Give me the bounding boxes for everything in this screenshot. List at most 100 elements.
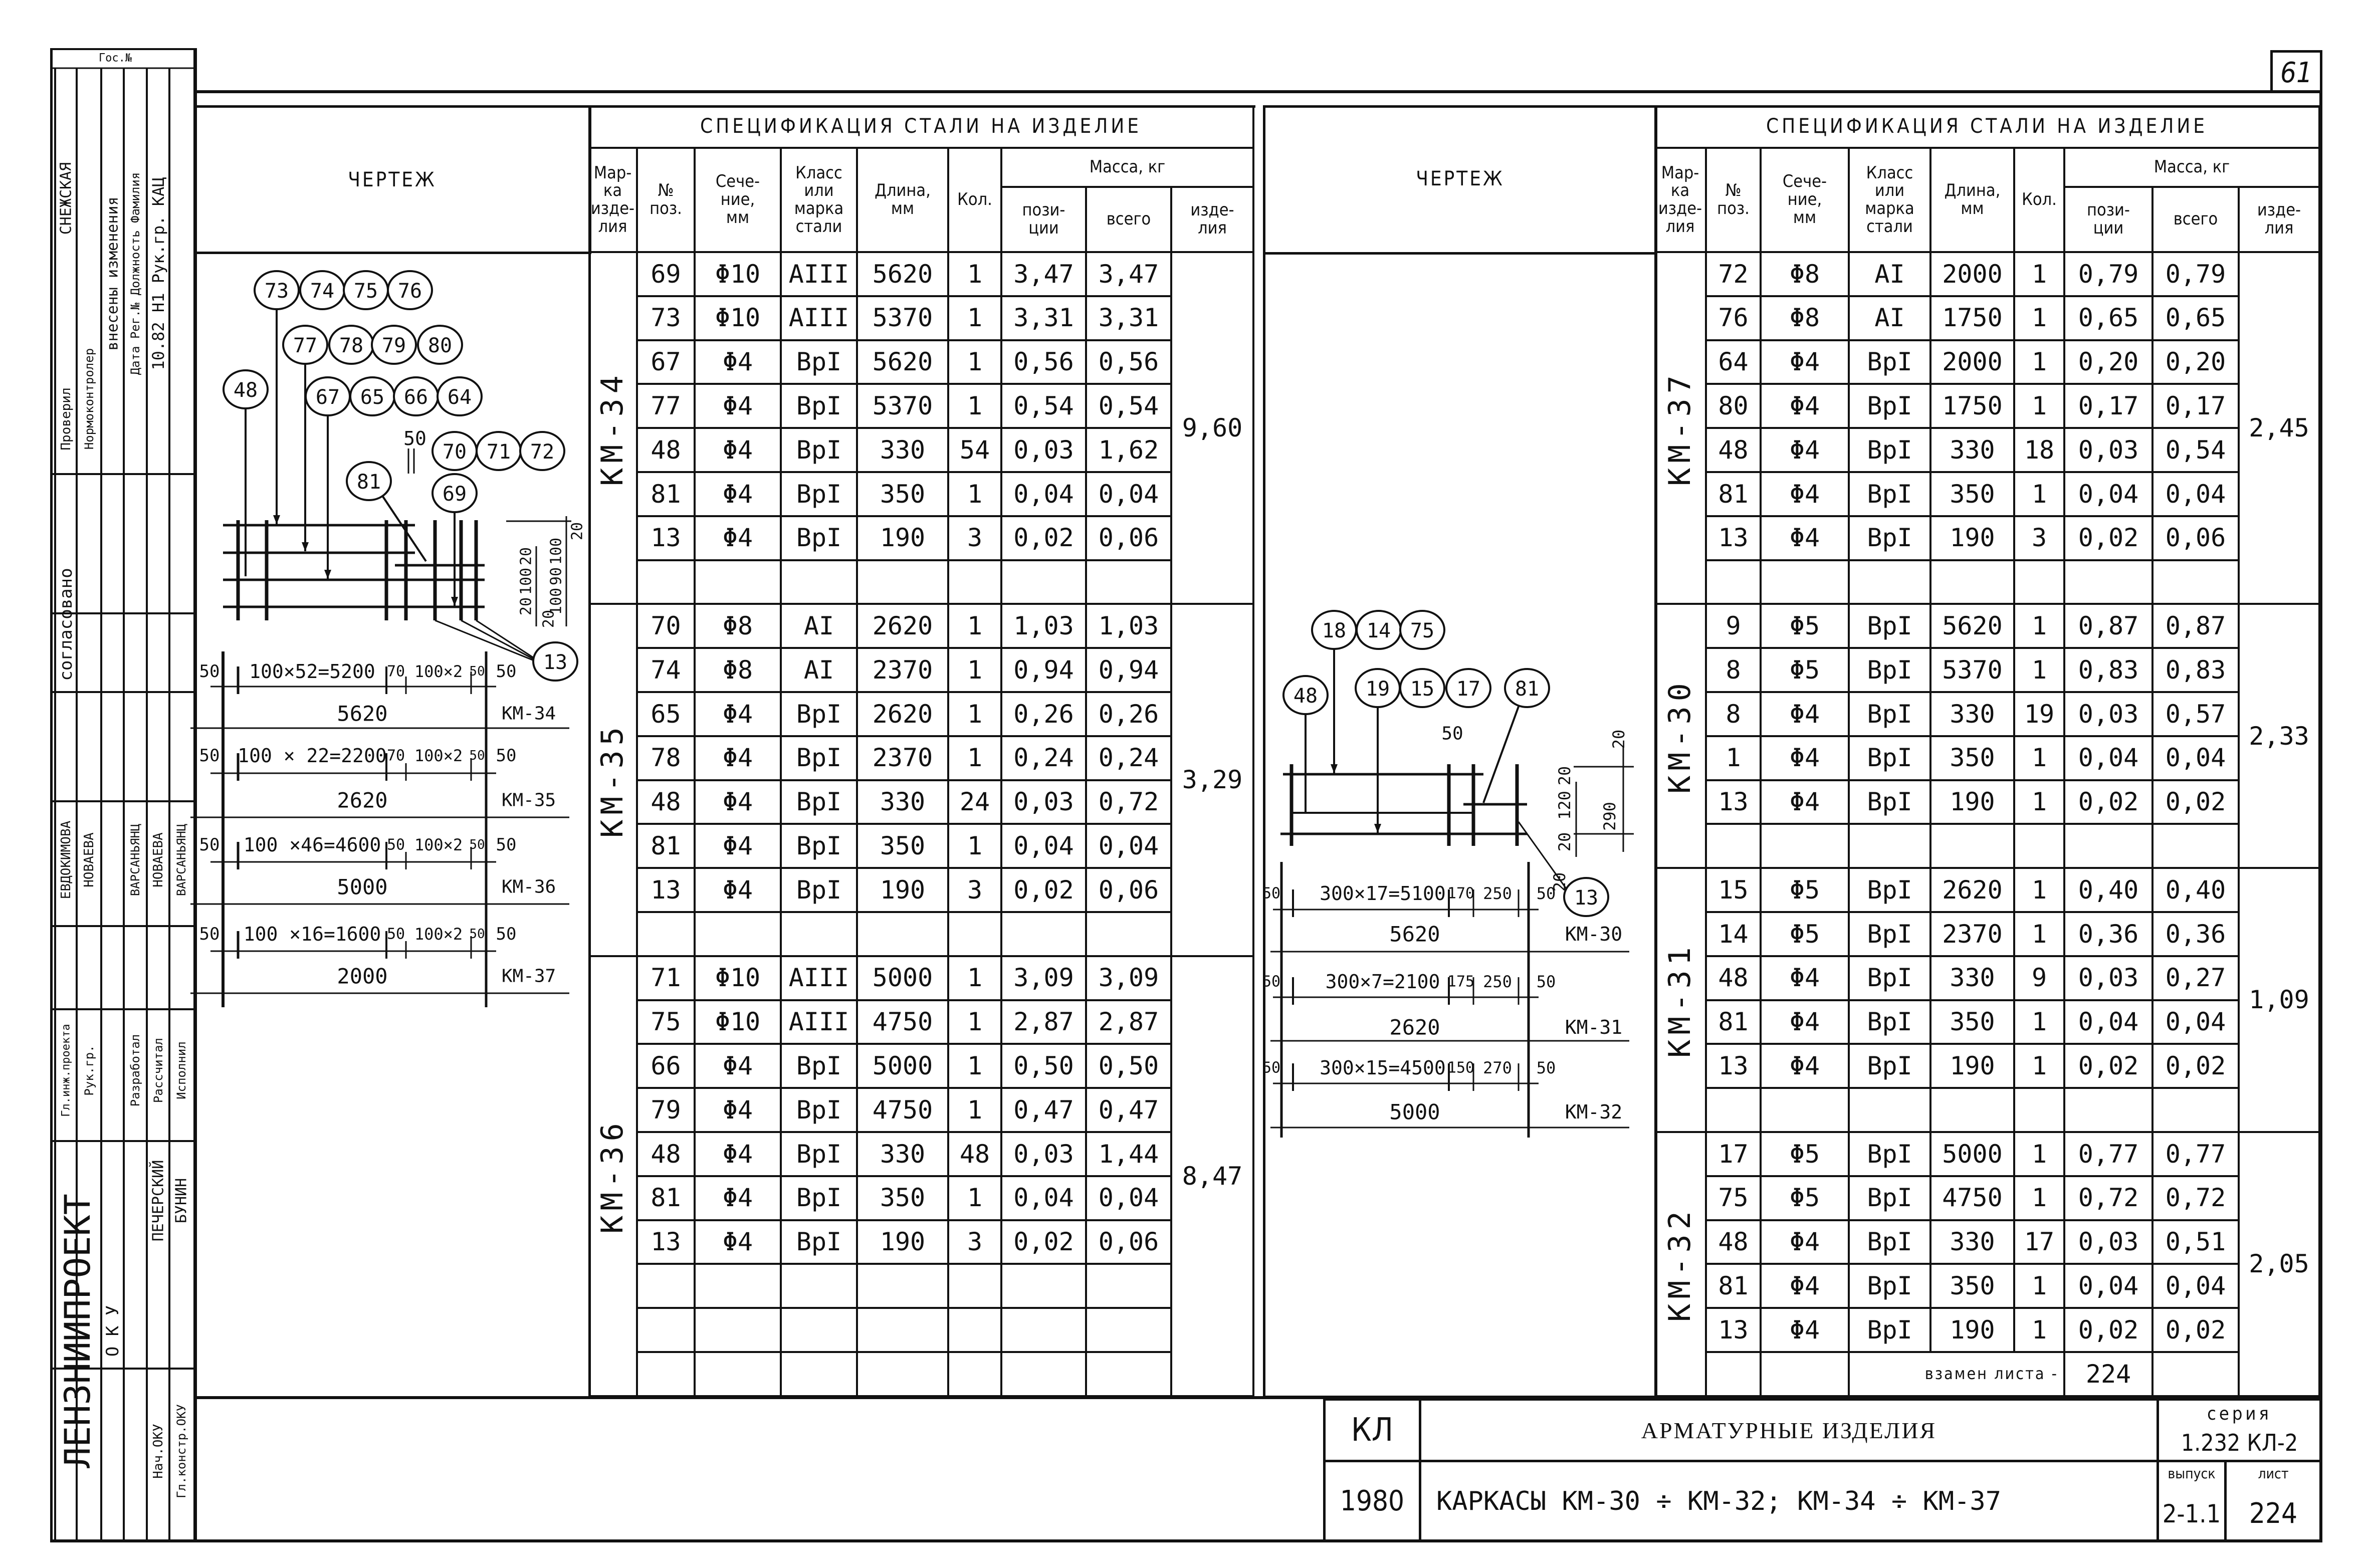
executor-label: Исполнил xyxy=(174,1041,188,1099)
quantity: 1 xyxy=(2015,385,2065,429)
side-dimension: 20 xyxy=(1555,766,1574,786)
length: 190 xyxy=(1931,1045,2015,1089)
end-dimension: 50 xyxy=(469,664,485,679)
mass-total: 0,72 xyxy=(2154,1177,2240,1221)
pitch-dimension: 100×2 xyxy=(414,835,463,854)
section: Φ10 xyxy=(696,1001,782,1045)
callout-80: 80 xyxy=(428,334,452,357)
position-number: 48 xyxy=(638,429,696,473)
quantity: 1 xyxy=(949,1045,1002,1089)
section: Φ4 xyxy=(1762,1309,1850,1353)
section: Φ4 xyxy=(696,781,782,825)
position-number: 13 xyxy=(638,1221,696,1265)
mass-total: 0,94 xyxy=(1087,649,1172,693)
blank-cell xyxy=(638,561,696,605)
section: Φ5 xyxy=(1762,1177,1850,1221)
pitch-dimension: 100×2 xyxy=(414,662,463,681)
mass-total: 0,06 xyxy=(1087,869,1172,913)
blank-cell xyxy=(2065,825,2154,869)
position-number: 1 xyxy=(1707,737,1762,781)
blank-cell xyxy=(1850,1089,1931,1133)
section: Φ8 xyxy=(1762,297,1850,341)
overall-length: 5620 xyxy=(337,702,387,726)
mass-position: 0,87 xyxy=(2065,605,2154,649)
edge-dimension: 50 xyxy=(199,924,220,944)
callout-72: 72 xyxy=(530,440,554,464)
length: 350 xyxy=(1931,1265,2015,1309)
tail-dimension: 250 xyxy=(1483,972,1512,991)
position-number: 78 xyxy=(638,737,696,781)
length: 5370 xyxy=(858,385,949,429)
section: Φ5 xyxy=(1762,869,1850,913)
callout-13-circle xyxy=(532,641,578,682)
edge-dimension: 50 xyxy=(496,924,517,944)
callout-81-circle xyxy=(346,461,392,501)
gap-dimension: 50 xyxy=(387,926,405,943)
title-sub-cell: КАРКАСЫ КМ-30 ÷ КМ-32; КМ-34 ÷ КМ-37 xyxy=(1419,1460,2159,1542)
callout-66: 66 xyxy=(404,386,428,409)
leader-line xyxy=(476,619,537,660)
position-number: 81 xyxy=(638,1177,696,1221)
group-lead-name: НОВАЕВА xyxy=(82,832,97,887)
mass-position: 0,04 xyxy=(2065,473,2154,517)
steel-class: ВрI xyxy=(782,1045,858,1089)
mass-position: 1,03 xyxy=(1002,605,1087,649)
length: 330 xyxy=(1931,1221,2015,1265)
mass-total: 0,04 xyxy=(1087,473,1172,517)
blank-cell xyxy=(949,1353,1002,1397)
section: Φ4 xyxy=(696,869,782,913)
replaces-sheet-value: 224 xyxy=(2065,1353,2154,1397)
position-number: 65 xyxy=(638,693,696,737)
callout-48-circle xyxy=(1282,675,1329,715)
blank-cell xyxy=(1931,1089,2015,1133)
edge-dimension: 50 xyxy=(1262,885,1280,903)
steel-class: АI xyxy=(782,605,858,649)
position-number: 66 xyxy=(638,1045,696,1089)
length: 330 xyxy=(858,429,949,473)
steel-class: ВрI xyxy=(1850,385,1931,429)
section: Φ4 xyxy=(696,1133,782,1177)
frame-bottom xyxy=(50,1539,2322,1542)
section-header: Сече- ние, мм xyxy=(1762,149,1850,253)
mass-total: 0,77 xyxy=(2154,1133,2240,1177)
mass-position: 0,72 xyxy=(2065,1177,2154,1221)
quantity: 1 xyxy=(2015,605,2065,649)
item-mark-cell: КМ-36 xyxy=(589,957,638,1397)
steel-class: АI xyxy=(1850,297,1931,341)
end-dimension: 50 xyxy=(469,927,485,942)
callout-67: 67 xyxy=(316,386,340,409)
mass-total: 0,06 xyxy=(2154,517,2240,561)
mass-total: 0,87 xyxy=(2154,605,2240,649)
mass-position: 0,24 xyxy=(1002,737,1087,781)
length: 4750 xyxy=(858,1001,949,1045)
length: 350 xyxy=(858,1177,949,1221)
mass-position: 0,56 xyxy=(1002,341,1087,385)
blank-cell xyxy=(696,913,782,957)
section: Φ5 xyxy=(1762,605,1850,649)
section: Φ5 xyxy=(1762,913,1850,957)
overall-length: 5620 xyxy=(1389,922,1440,947)
section: Φ4 xyxy=(696,1221,782,1265)
position-number: 8 xyxy=(1707,649,1762,693)
frame-top xyxy=(195,90,2322,93)
edge-dimension: 50 xyxy=(1537,884,1556,903)
edge-dimension: 50 xyxy=(1537,1058,1556,1077)
position-number: 48 xyxy=(638,1133,696,1177)
page-number-box: 61 xyxy=(2270,50,2322,93)
section: Φ4 xyxy=(696,517,782,561)
steel-class: ВрI xyxy=(1850,1265,1931,1309)
blank-cell xyxy=(2065,1089,2154,1133)
quantity: 1 xyxy=(949,341,1002,385)
steel-class: АIII xyxy=(782,297,858,341)
class-header: Класс или марка стали xyxy=(1850,149,1931,253)
mass-total: 0,27 xyxy=(2154,957,2240,1001)
edge-dimension: 50 xyxy=(199,746,220,766)
blank-cell xyxy=(696,1265,782,1309)
mass-position: 0,04 xyxy=(1002,473,1087,517)
section: Φ4 xyxy=(696,825,782,869)
position-number: 81 xyxy=(638,825,696,869)
mass-position: 3,09 xyxy=(1002,957,1087,1001)
quantity: 1 xyxy=(2015,781,2065,825)
mass-header: Масса, кг xyxy=(1002,149,1254,188)
quantity: 1 xyxy=(2015,737,2065,781)
